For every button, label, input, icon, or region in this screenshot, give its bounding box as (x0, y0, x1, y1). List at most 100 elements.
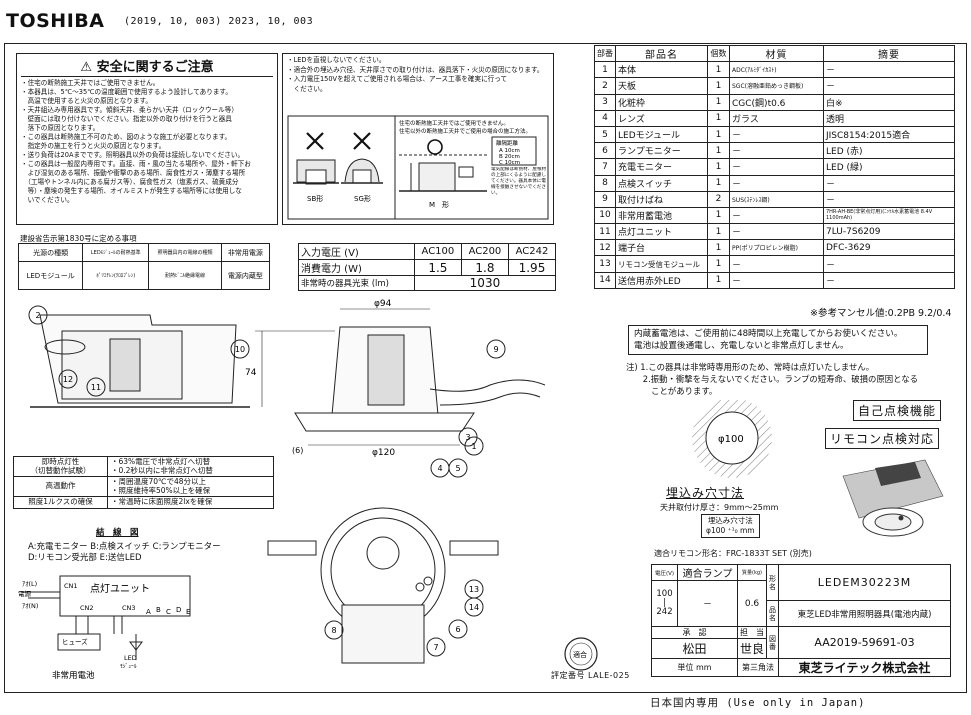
law-header: 照明器具内の電線の種類 (148, 243, 222, 262)
parts-header: 部番 (594, 44, 616, 63)
parts-cell: － (823, 77, 955, 95)
callout-2: 2 (35, 311, 40, 320)
parts-cell: － (729, 271, 824, 289)
callout-8: 8 (331, 626, 336, 635)
law-header: LEDﾓｼﾞｭｰﾙの耐熱基準 (82, 243, 150, 262)
hole-size-box: 埋込み穴寸法 φ100 ⁺¹₀ mm (701, 514, 760, 538)
parts-header: 摘要 (823, 44, 955, 63)
brand-logo: TOSHIBA (6, 10, 105, 32)
parts-cell: 10 (594, 206, 616, 225)
title-block: 電圧(V) 適合ランプ 質量(kg) 形名 LEDEM30223M 100 | … (651, 564, 951, 677)
cn3-label: CN3 (122, 604, 136, 612)
parts-cell: 1 (707, 174, 730, 192)
parts-cell: ランプモニター (615, 142, 708, 160)
parts-cell: － (823, 190, 955, 208)
installed-fixture-illustration (842, 459, 944, 537)
remote-model: 適合リモコン形名：FRC-1833T SET (別売) (654, 549, 812, 558)
parts-cell: LED (緑) (823, 158, 955, 176)
ac-n-label: ｱｵ(N) (22, 602, 38, 610)
parts-cell: － (823, 61, 955, 79)
sb-fixture-icon (293, 159, 339, 185)
parts-cell: CGC(鋼)t0.6 (729, 93, 824, 111)
hole-size-value: φ100 ⁺¹₀ mm (706, 526, 755, 535)
func-label: 照度1ルクスの確保 (13, 496, 108, 509)
parts-cell: － (729, 125, 824, 144)
callout-5: 5 (455, 464, 460, 473)
parts-cell: 1 (707, 77, 730, 95)
parts-cell: 1 (707, 206, 730, 225)
caution-line: ・住宅の断熱施工天井ではご使用できません。 (21, 79, 160, 87)
parts-cell: － (729, 255, 824, 273)
certification-number: 評定番号 LALE-025 (551, 671, 630, 680)
separation-title: 離隔距離 (496, 139, 519, 147)
caution-line: 指定外の施工を行うと火災の原因となります。 (21, 142, 166, 150)
caution-line: ・天井組込み専用器具です。傾斜天井、柔らかい天井（ロックウール等） (21, 106, 238, 114)
product-name: 東芝LED非常用照明器具(電池内蔵) (778, 600, 951, 627)
drawing-side: 図番 (766, 626, 780, 659)
electrical-table: 入力電圧 (V) AC100 AC200 AC242 消費電力 (W) 1.5 … (298, 243, 557, 291)
drawing-frame (4, 43, 967, 693)
law-cell: LEDモジュール (17, 261, 84, 290)
drawing-number: AA2019-59691-03 (778, 626, 951, 659)
lamp-label: 適合ランプ (677, 564, 738, 581)
power-label: 消費電力 (W) (298, 259, 415, 276)
parts-cell: 1 (707, 125, 730, 144)
parts-cell: SUS(ｽﾃﾝﾚｽ鋼) (729, 190, 824, 208)
law-table: 光源の種類 LEDﾓｼﾞｭｰﾙの耐熱基準 照明器具内の電線の種類 非常用電源 L… (17, 243, 271, 290)
caution2-line: ・入力電圧150Vを超えてご使用される場合は、アース工事を確実に行って (287, 75, 508, 83)
func-label: 高温動作 (13, 476, 108, 497)
person-name: 世良 (736, 638, 768, 659)
parts-cell: 6 (594, 142, 616, 160)
func-value: ・常温時に床面照度2lxを確保 (107, 496, 274, 509)
elec-header: AC100 (413, 243, 462, 260)
parts-cell: 点灯ユニット (615, 223, 708, 241)
parts-cell: 9 (594, 190, 616, 208)
battery-label: 非常用電池 (52, 670, 95, 681)
caution-line: 落下の原因となります。 (21, 124, 100, 132)
parts-cell: 1 (707, 158, 730, 176)
company-name: 東芝ライテック株式会社 (778, 658, 951, 677)
callout-10: 10 (235, 345, 245, 354)
callout-11: 11 (91, 383, 101, 392)
func-value: ・63%電圧で非常点灯へ切替 ・0.2秒以内に非常点灯へ切替 (107, 456, 274, 477)
fixture-drawing: φ94 74 φ120 (6) 2 12 11 10 3 9 1 4 5 8 1… (28, 299, 546, 664)
parts-cell: リモコン受信モジュール (615, 255, 708, 273)
parts-cell: － (729, 223, 824, 241)
caution2-line: ・LEDを直視しないでください。 (287, 56, 386, 64)
seal-text: 適合 (573, 650, 587, 659)
caution-line: ・この器具は断熱施工不可のため、図のような施工が必要となります。 (21, 133, 232, 141)
ac-l-label: ｱｵ(L) (22, 580, 37, 588)
parts-cell: 1 (707, 142, 730, 160)
hole-size-label: 埋込み穴寸法 (707, 516, 753, 525)
wiring-title: 結 線 図 (96, 528, 139, 538)
caution-line: （工場やトンネル内にある腐ガス等）、腐食性ガス（塩素ガス、硫黄成分 (21, 178, 239, 186)
parts-cell: JISC8154:2015適合 (823, 125, 955, 144)
notes: 注) 1.この器具は非常時専用形のため、常時は点灯いたしません。 2.振動・衝撃… (626, 361, 918, 397)
wiring-legend-line: A:充電モニター B:点検スイッチ C:ランプモニター (28, 542, 221, 552)
parts-header: 部品名 (615, 44, 708, 63)
note-line: 注) 1.この器具は非常時専用形のため、常時は点灯いたしません。 (626, 362, 875, 372)
parts-cell: 1 (707, 271, 730, 289)
elec-header: 入力電圧 (V) (298, 243, 415, 260)
parts-cell: 端子台 (615, 239, 708, 257)
parts-cell: 透明 (823, 109, 955, 127)
callout-7: 7 (433, 643, 438, 652)
caution-line: 等）・塵埃の発生する場所、オイルミストが発生する場所等には使用しな (21, 187, 242, 195)
parts-cell: 天板 (615, 77, 708, 95)
certification-seal: 適合 (564, 637, 598, 671)
caution-box-2: ・LEDを直視しないでください。 ・適合外の埋込み穴径、天井厚さでの取り付けは、… (282, 53, 554, 225)
parts-cell: 13 (594, 255, 616, 273)
parts-cell: PP(ポリプロピレン樹脂) (729, 239, 824, 257)
power-value: 1.95 (507, 259, 557, 276)
caution-line: 壁面には取り付けないでください。指定以外の取り付けを行うと器具 (21, 115, 232, 123)
law-header: 光源の種類 (17, 243, 84, 262)
model-number: LEDEM30223M (778, 564, 951, 601)
dim-frame: φ120 (372, 448, 395, 458)
letter-a: A (146, 608, 151, 616)
weight-label: 質量(kg) (736, 564, 768, 581)
parts-cell: 白※ (823, 93, 955, 111)
